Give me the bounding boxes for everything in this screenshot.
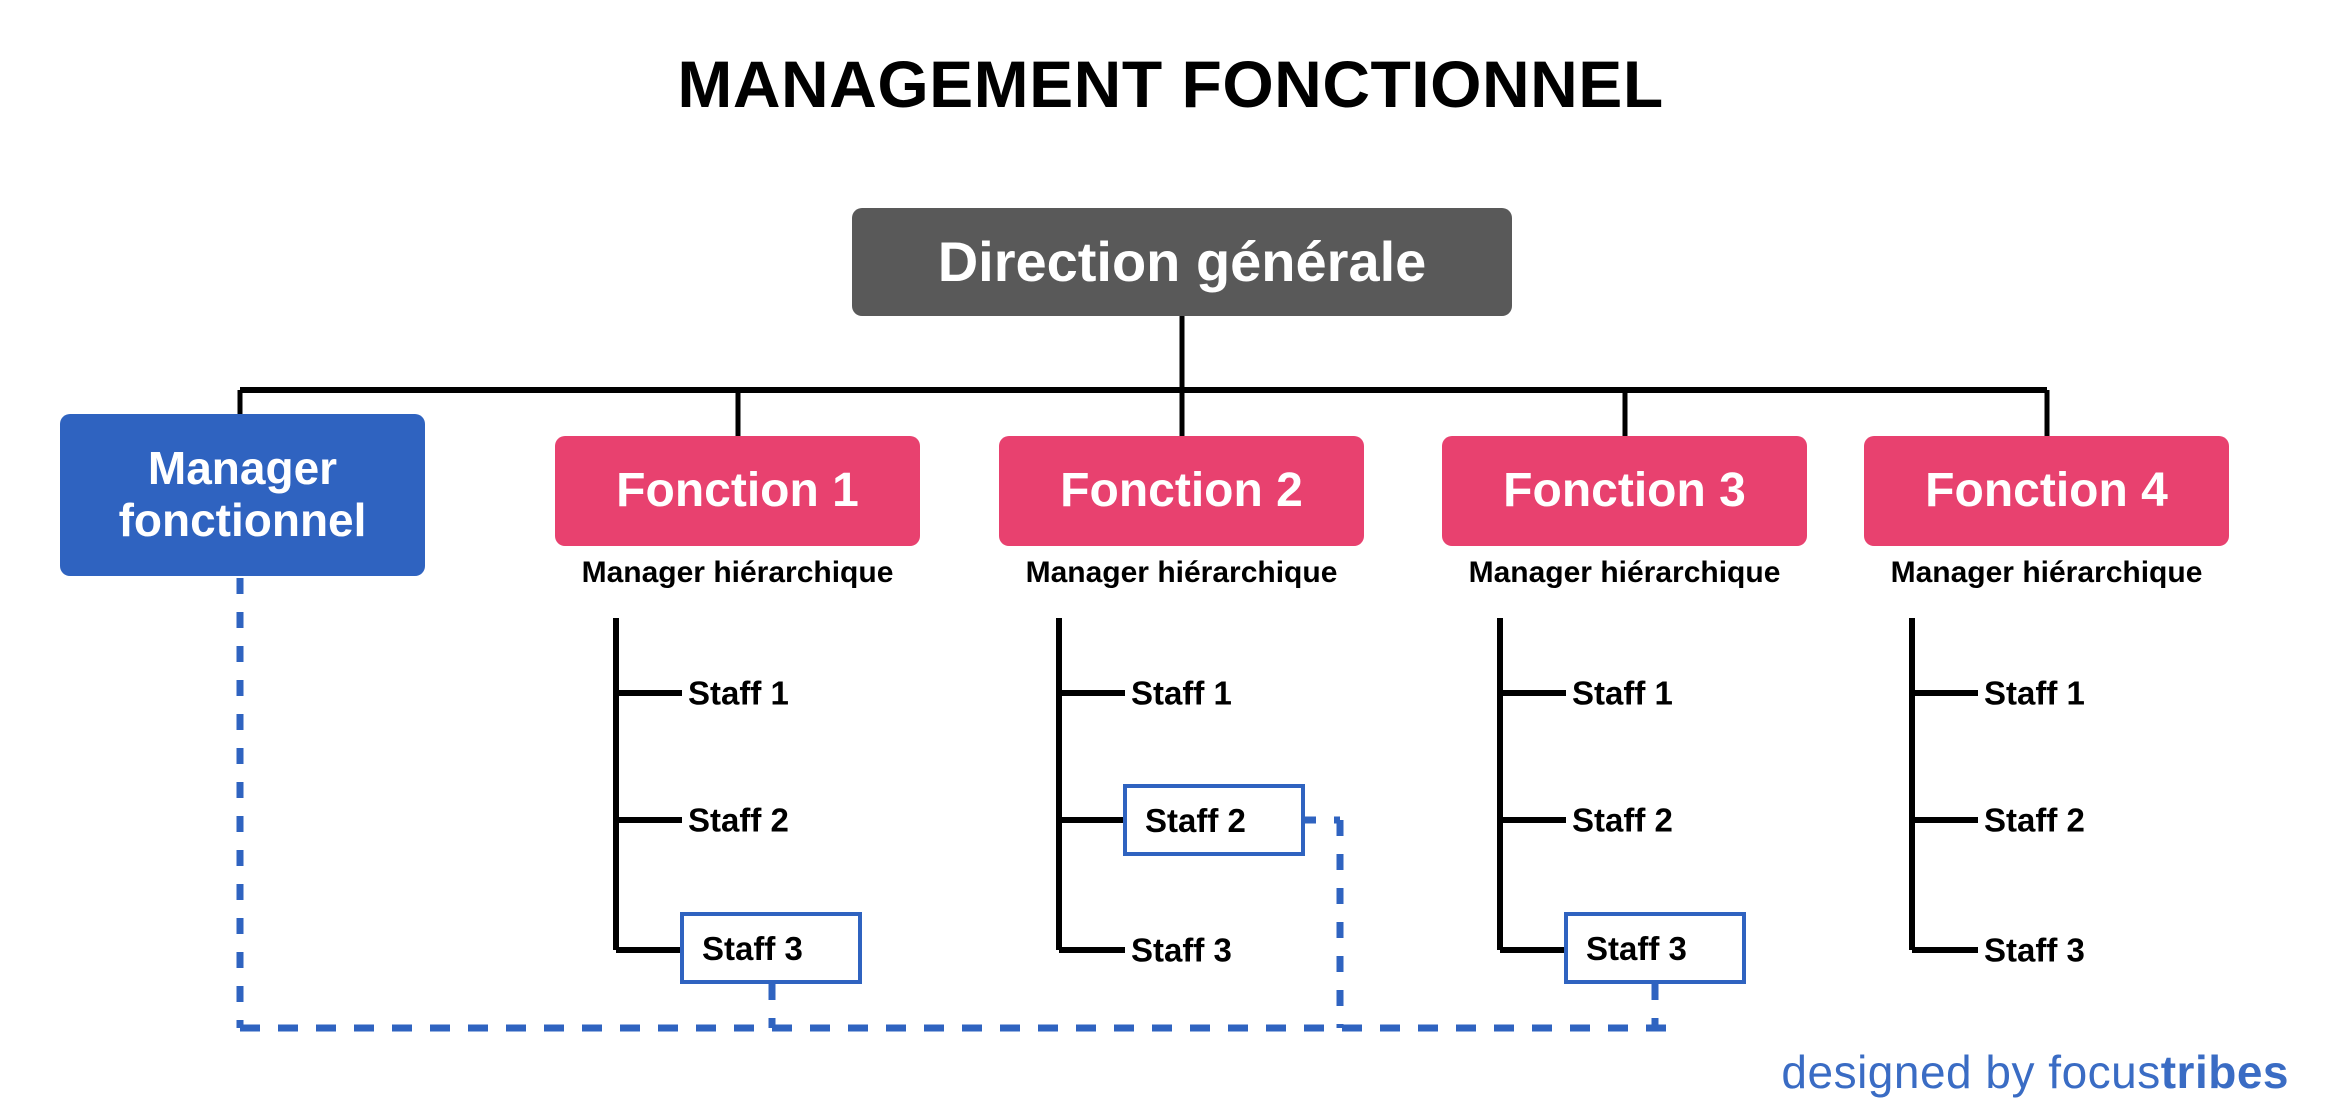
node-fonction-1[interactable]: Fonction 1 [555, 436, 920, 546]
focustribes-logo: designed by focustribes [1781, 1045, 2289, 1099]
logo-suffix: tribes [2160, 1046, 2289, 1098]
node-fonction-4-label: Fonction 4 [1925, 464, 2168, 518]
node-fonction-3-label: Fonction 3 [1503, 464, 1746, 518]
caption-fonction-2: Manager hiérarchique [1025, 556, 1338, 589]
staff-fonction-3-2[interactable]: Staff 2 [1572, 801, 1673, 839]
staff-fonction-1-1[interactable]: Staff 1 [688, 674, 789, 712]
node-direction-generale[interactable]: Direction générale [852, 208, 1512, 316]
staff-fonction-2-3[interactable]: Staff 3 [1131, 931, 1232, 969]
manager-fonctionnel-line-2: fonctionnel [118, 494, 367, 546]
logo-prefix: designed by focus [1781, 1046, 2161, 1098]
caption-fonction-4: Manager hiérarchique [1890, 556, 2203, 589]
staff-fonction-2-2[interactable]: Staff 2 [1123, 784, 1305, 856]
staff-fonction-3-3[interactable]: Staff 3 [1564, 912, 1746, 984]
staff-fonction-2-1[interactable]: Staff 1 [1131, 674, 1232, 712]
node-fonction-4[interactable]: Fonction 4 [1864, 436, 2229, 546]
node-direction-generale-label: Direction générale [937, 229, 1427, 293]
staff-fonction-4-1[interactable]: Staff 1 [1984, 674, 2085, 712]
staff-fonction-1-3[interactable]: Staff 3 [680, 912, 862, 984]
node-fonction-3[interactable]: Fonction 3 [1442, 436, 1807, 546]
staff-fonction-4-2[interactable]: Staff 2 [1984, 801, 2085, 839]
node-fonction-1-label: Fonction 1 [616, 464, 859, 518]
caption-fonction-1: Manager hiérarchique [581, 556, 894, 589]
node-fonction-2-label: Fonction 2 [1060, 464, 1303, 518]
node-manager-fonctionnel-label: Manager fonctionnel [119, 443, 367, 546]
node-manager-fonctionnel[interactable]: Manager fonctionnel [60, 414, 425, 576]
staff-fonction-3-1[interactable]: Staff 1 [1572, 674, 1673, 712]
page-title: MANAGEMENT FONCTIONNEL [677, 47, 1664, 121]
node-fonction-2[interactable]: Fonction 2 [999, 436, 1364, 546]
manager-fonctionnel-line-1: Manager [147, 442, 338, 495]
staff-fonction-4-3[interactable]: Staff 3 [1984, 931, 2085, 969]
staff-fonction-1-2[interactable]: Staff 2 [688, 801, 789, 839]
caption-fonction-3: Manager hiérarchique [1468, 556, 1781, 589]
